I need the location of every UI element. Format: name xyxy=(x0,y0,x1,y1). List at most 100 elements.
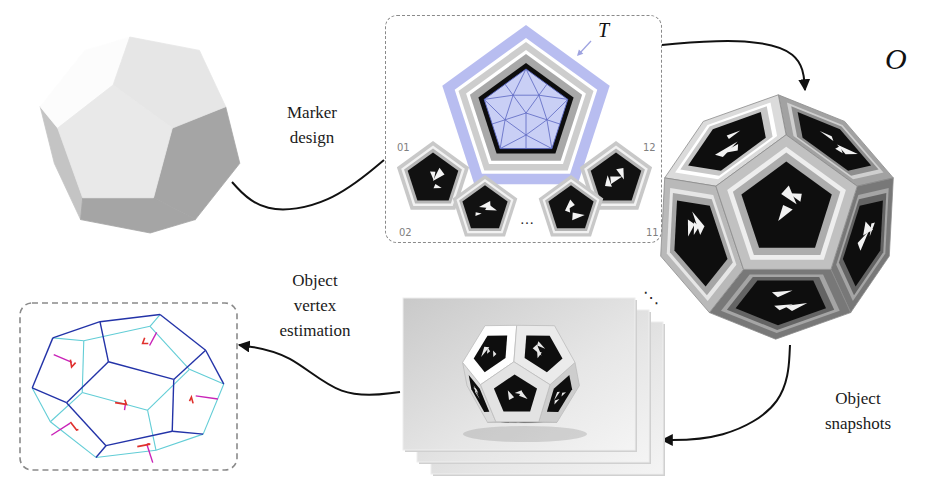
hidden-edge xyxy=(96,450,156,457)
marker-glyph xyxy=(481,347,489,357)
marker-trace xyxy=(190,397,194,403)
marker-glyph xyxy=(721,144,738,153)
visible-edge xyxy=(32,338,53,388)
marker-layer xyxy=(539,175,604,237)
marker-tile: 11 xyxy=(531,169,611,249)
visible-edge xyxy=(100,315,160,322)
photographed-object xyxy=(463,325,580,422)
marker-glyph xyxy=(715,141,738,157)
marker-layer xyxy=(457,179,514,233)
visible-edge xyxy=(172,431,203,434)
marker-id: 01 xyxy=(397,142,410,153)
flow-curve xyxy=(232,160,384,209)
marker-glyph xyxy=(537,351,542,358)
mesh-edge xyxy=(547,120,560,124)
face-ring xyxy=(733,153,840,255)
object-symbol: O xyxy=(885,42,907,76)
marker-glyph xyxy=(727,131,741,139)
node-outline xyxy=(445,169,525,249)
normal-tick xyxy=(150,332,157,345)
face-fill xyxy=(58,85,173,198)
mesh-edge xyxy=(526,135,527,149)
node-outline xyxy=(386,16,663,244)
visible-edge xyxy=(160,315,206,351)
face-frame xyxy=(716,135,857,270)
marker-glyph xyxy=(493,351,496,357)
polyhedron-face xyxy=(716,135,857,270)
visible-edge xyxy=(100,322,108,362)
marker-glyph xyxy=(434,184,442,188)
face-frame xyxy=(481,362,551,422)
marker-field xyxy=(494,374,537,411)
template-layer xyxy=(455,38,598,174)
flow-curve xyxy=(239,345,400,395)
marker-glyph xyxy=(692,212,704,235)
marker-field xyxy=(674,200,727,286)
marker-field xyxy=(736,281,826,326)
visible-edge xyxy=(206,350,224,384)
marker-glyph xyxy=(572,213,585,221)
mesh-edge xyxy=(513,69,526,95)
leader-head xyxy=(577,50,583,56)
visible-edge xyxy=(96,446,106,458)
flow-arrow xyxy=(662,41,805,90)
marker-layer xyxy=(459,182,511,231)
ellipsis: … xyxy=(515,212,539,228)
marker-field xyxy=(741,162,831,248)
hidden-edge xyxy=(32,388,50,422)
mesh-edge xyxy=(526,135,552,149)
mesh-edge xyxy=(539,84,547,95)
mesh-edge xyxy=(539,95,547,120)
flow-curves xyxy=(232,160,400,395)
marker-layer xyxy=(548,185,593,228)
mesh-edge xyxy=(547,120,552,149)
marker-glyph xyxy=(837,145,858,155)
mesh-edge xyxy=(505,95,513,120)
mesh-edge xyxy=(513,95,526,113)
marker-trace xyxy=(115,400,126,405)
face-ring xyxy=(727,277,834,330)
label-slot: … xyxy=(515,212,539,228)
visible-edge xyxy=(172,379,174,431)
marker-glyph xyxy=(475,390,480,400)
marker-glyph xyxy=(537,341,545,349)
marker-layer xyxy=(404,149,462,204)
marker-trace xyxy=(143,338,149,344)
template-layer xyxy=(484,69,568,149)
marker-id: 02 xyxy=(399,227,412,238)
mesh-edge xyxy=(505,113,526,120)
marker-layer xyxy=(462,185,507,228)
hidden-edge xyxy=(53,338,84,341)
label-slot: Marker design xyxy=(272,100,352,150)
normal-tick xyxy=(196,396,218,399)
mesh-edge xyxy=(500,135,526,149)
face-ring xyxy=(721,274,840,333)
hidden-edge xyxy=(148,369,190,410)
hidden-edge xyxy=(50,393,82,422)
visible-edge xyxy=(67,403,106,446)
marker-tile: 02 xyxy=(445,169,525,249)
marker-glyph xyxy=(479,201,491,208)
hidden-edge xyxy=(84,326,150,340)
marker-glyph xyxy=(475,212,481,216)
polyhedron-face xyxy=(58,85,173,198)
normal-tick xyxy=(147,444,153,463)
marker-field xyxy=(474,336,508,373)
object-shadow xyxy=(463,426,587,442)
node-outline xyxy=(531,169,611,249)
marker-glyph xyxy=(820,131,834,141)
mesh-edge xyxy=(526,69,539,95)
marker-glyph xyxy=(778,205,793,221)
marker-glyph xyxy=(789,193,802,202)
normal-tick xyxy=(51,423,70,435)
visible-edge xyxy=(53,322,100,338)
marker-glyph xyxy=(508,390,514,400)
marker-field xyxy=(525,336,563,373)
marker-glyph xyxy=(785,303,808,311)
visible-edge xyxy=(32,388,66,403)
marker-layer xyxy=(591,152,642,200)
mesh-edge xyxy=(500,120,505,149)
flow-arrow xyxy=(662,345,790,440)
mesh-outline xyxy=(484,69,568,149)
face-ring xyxy=(727,147,846,260)
